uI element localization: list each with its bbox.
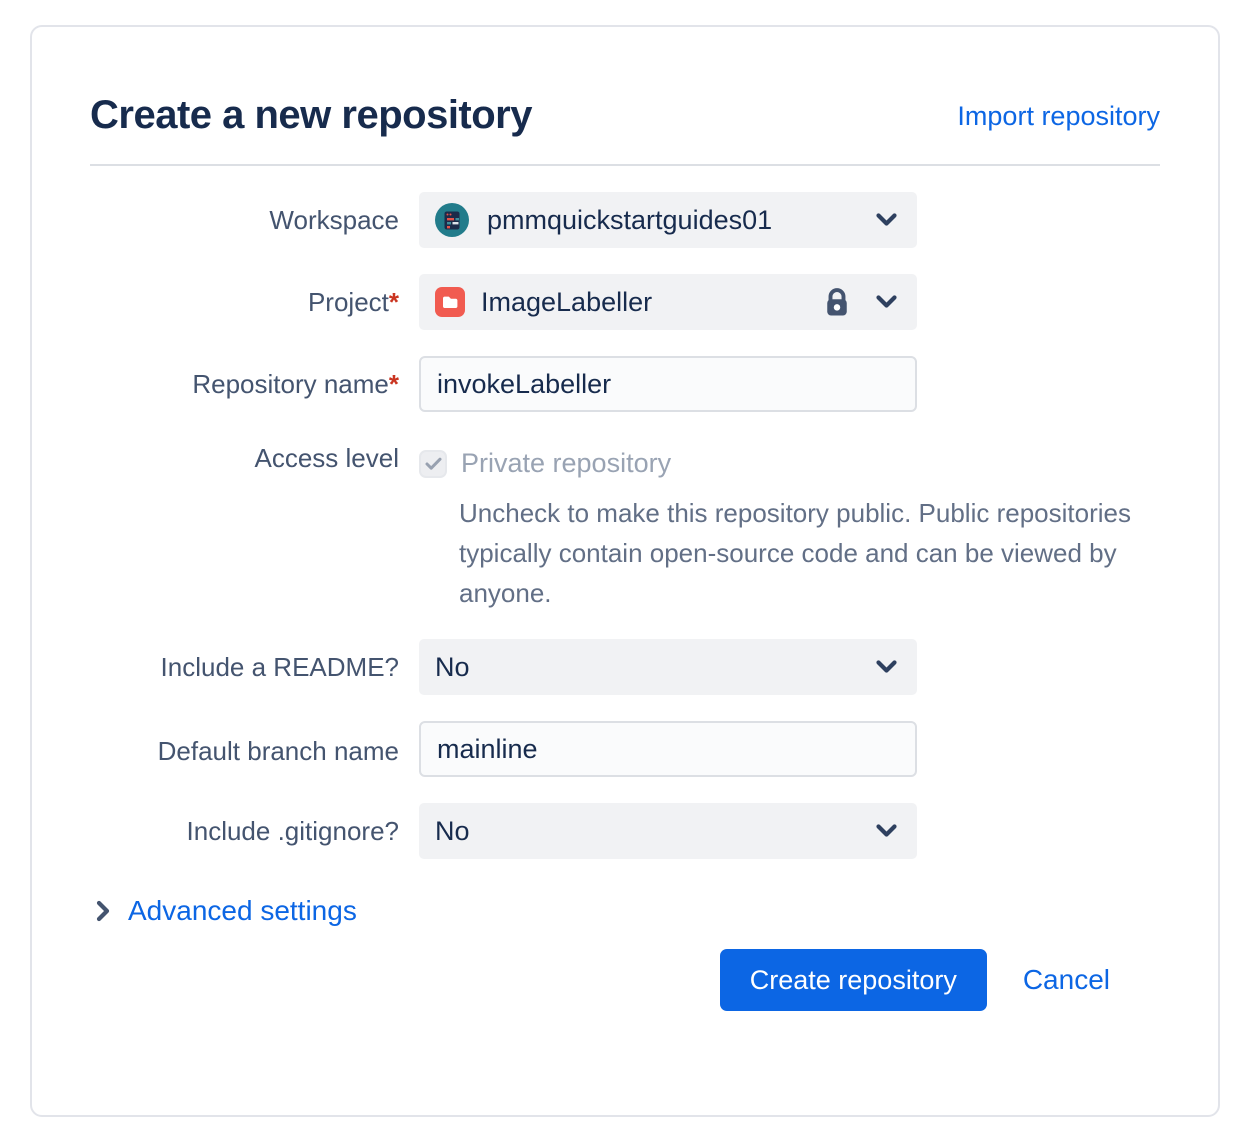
include-gitignore-select[interactable]: No <box>419 803 917 859</box>
project-folder-icon <box>435 287 465 317</box>
repository-name-input[interactable] <box>419 356 917 412</box>
workspace-select[interactable]: pmmquickstartguides01 <box>419 192 917 248</box>
workspace-row: Workspace pmmquickstartguides01 <box>90 192 1160 248</box>
access-level-help-text: Uncheck to make this repository public. … <box>459 498 1131 608</box>
dialog-actions: Create repository Cancel <box>90 949 1110 1011</box>
required-asterisk: * <box>388 369 399 399</box>
lock-icon <box>824 287 850 318</box>
required-asterisk: * <box>388 287 399 317</box>
repository-name-label: Repository name* <box>90 364 399 404</box>
chevron-down-icon <box>876 213 897 227</box>
check-icon <box>425 457 441 470</box>
cancel-button[interactable]: Cancel <box>1022 964 1110 995</box>
create-repository-button[interactable]: Create repository <box>719 949 987 1011</box>
advanced-settings-toggle[interactable]: Advanced settings <box>96 895 1160 927</box>
project-row: Project* ImageLabeller <box>90 274 1160 330</box>
workspace-value: pmmquickstartguides01 <box>487 204 773 235</box>
project-label-text: Project <box>307 287 389 317</box>
repository-name-row: Repository name* <box>90 356 1160 412</box>
workspace-label: Workspace <box>269 205 399 235</box>
include-gitignore-row: Include .gitignore? No <box>90 803 1160 859</box>
advanced-settings-label: Advanced settings <box>128 895 357 926</box>
include-readme-label: Include a README? <box>160 652 399 682</box>
default-branch-label: Default branch name <box>157 736 399 766</box>
create-repository-dialog: Create a new repository Import repositor… <box>30 25 1220 1117</box>
chevron-right-icon <box>96 900 110 922</box>
chevron-down-icon <box>876 660 897 674</box>
chevron-down-icon <box>876 824 897 838</box>
repository-name-label-text: Repository name <box>192 369 389 399</box>
include-gitignore-value: No <box>435 815 470 846</box>
import-repository-link[interactable]: Import repository <box>957 101 1160 131</box>
access-level-row: Access level Private repository Uncheck … <box>90 438 1160 613</box>
workspace-avatar-icon <box>435 203 469 237</box>
access-level-label: Access level <box>254 443 400 473</box>
include-readme-select[interactable]: No <box>419 639 917 695</box>
project-value: ImageLabeller <box>481 286 653 317</box>
default-branch-row: Default branch name <box>90 721 1160 777</box>
dialog-header: Create a new repository Import repositor… <box>90 93 1160 166</box>
include-readme-value: No <box>435 651 470 682</box>
chevron-down-icon <box>876 295 897 309</box>
page-title: Create a new repository <box>90 93 533 137</box>
private-repository-label: Private repository <box>461 448 672 478</box>
private-repository-checkbox[interactable] <box>419 449 447 478</box>
include-readme-row: Include a README? No <box>90 639 1160 695</box>
project-select[interactable]: ImageLabeller <box>419 274 917 330</box>
include-gitignore-label: Include .gitignore? <box>186 816 399 846</box>
default-branch-input[interactable] <box>419 721 917 777</box>
project-label: Project* <box>90 282 399 322</box>
